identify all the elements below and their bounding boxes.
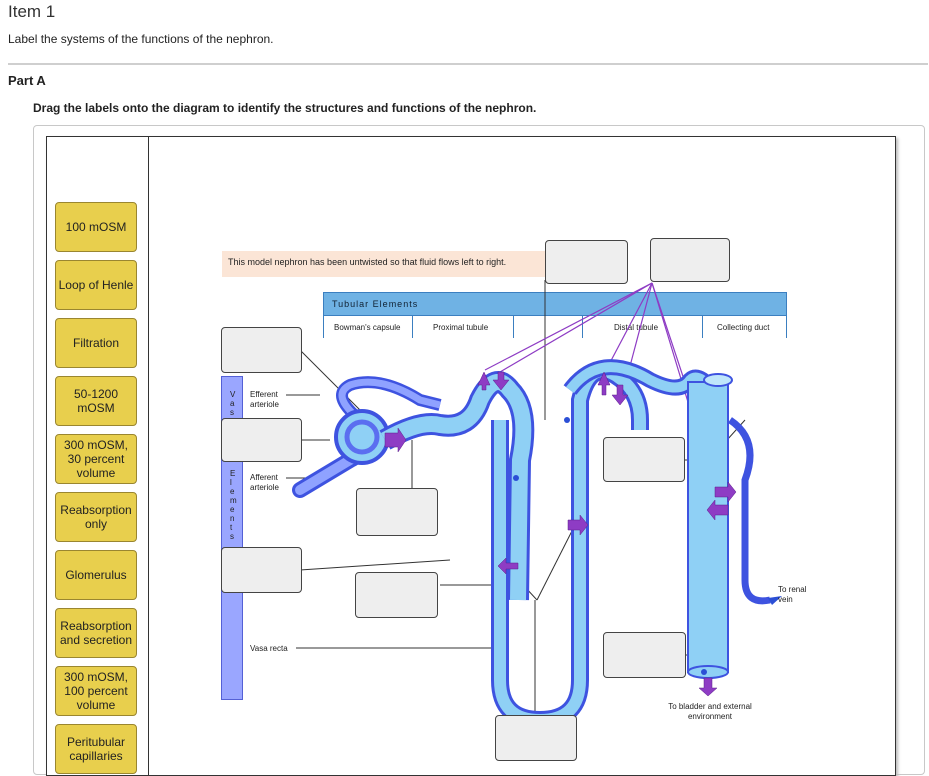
tubular-elements-title: Tubular Elements [332, 299, 419, 309]
nephron-diagram [286, 280, 782, 730]
diagram-workspace [46, 136, 896, 776]
segment-label-bowmans-capsule: Bowman's capsule [334, 323, 401, 332]
label-tile-100-mosm[interactable]: 100 mOSM [55, 202, 137, 252]
label-tile-300-mosm-30[interactable]: 300 mOSM, 30 percent volume [55, 434, 137, 484]
drop-target-6[interactable] [603, 437, 685, 482]
drop-target-1[interactable] [545, 240, 628, 284]
vascular-letter: t [230, 523, 233, 532]
label-tile-300-mosm-100[interactable]: 300 mOSM, 100 percent volume [55, 666, 137, 716]
efferent-arteriole-label: Efferent arteriole [250, 390, 279, 409]
drop-target-8[interactable] [355, 572, 438, 618]
label-text: Glomerulus [65, 568, 127, 582]
label-tile-filtration[interactable]: Filtration [55, 318, 137, 368]
vascular-letter: l [230, 478, 232, 487]
label-text: Reabsorption and secretion [59, 619, 133, 647]
label-tile-reabsorption-only[interactable]: Reabsorption only [55, 492, 137, 542]
drop-target-10[interactable] [495, 715, 577, 761]
label-tile-reabsorption-secretion[interactable]: Reabsorption and secretion [55, 608, 137, 658]
label-text: Loop of Henle [58, 278, 134, 292]
vascular-letter: e [230, 487, 235, 496]
tubular-elements-header: Tubular Elements [323, 292, 787, 316]
segment-label-proximal-tubule: Proximal tubule [433, 323, 489, 332]
vascular-letter: s [230, 408, 234, 417]
segment-label-collecting-duct: Collecting duct [717, 323, 770, 332]
segment-divider [702, 316, 703, 338]
palette-divider [148, 136, 149, 776]
banner-text: This model nephron has been untwisted so… [228, 257, 507, 267]
drop-target-7[interactable] [221, 547, 302, 593]
vascular-letter: E [230, 469, 236, 478]
vascular-letter: a [230, 399, 235, 408]
drop-target-9[interactable] [603, 632, 686, 678]
label-text: 300 mOSM, 100 percent volume [63, 670, 129, 712]
vascular-letter: e [230, 505, 235, 514]
label-text: 300 mOSM, 30 percent volume [63, 438, 129, 480]
segment-label-distal-tubule: Distal tubule [614, 323, 659, 332]
vascular-letter: m [230, 496, 237, 505]
segment-divider [513, 316, 514, 338]
label-text: 100 mOSM [65, 220, 127, 234]
segment-divider [412, 316, 413, 338]
tubular-segments-row [323, 316, 787, 338]
part-title: Part A [8, 73, 46, 88]
label-tile-50-1200-mosm[interactable]: 50-1200 mOSM [55, 376, 137, 426]
drop-target-3[interactable] [221, 327, 302, 373]
segment-divider [582, 316, 583, 338]
vascular-letter: n [230, 514, 235, 523]
drop-target-4[interactable] [221, 418, 302, 462]
drop-target-5[interactable] [356, 488, 438, 536]
to-bladder-label: To bladder and external environment [668, 702, 752, 721]
item-instructions: Label the systems of the functions of th… [8, 32, 274, 46]
item-title: Item 1 [8, 2, 56, 21]
label-tile-loop-of-henle[interactable]: Loop of Henle [55, 260, 137, 310]
vascular-letter: V [230, 390, 236, 399]
part-prompt: Drag the labels onto the diagram to iden… [33, 101, 537, 115]
drop-target-2[interactable] [650, 238, 730, 282]
label-text: Reabsorption only [60, 503, 132, 531]
divider [8, 63, 928, 65]
label-text: 50-1200 mOSM [73, 387, 119, 415]
label-tile-glomerulus[interactable]: Glomerulus [55, 550, 137, 600]
to-renal-vein-label: To renal vein [778, 585, 807, 604]
vasa-recta-label: Vasa recta [250, 644, 288, 653]
label-text: Filtration [72, 336, 119, 350]
vascular-letter: s [230, 532, 234, 541]
afferent-arteriole-label: Afferent arteriole [250, 473, 279, 492]
